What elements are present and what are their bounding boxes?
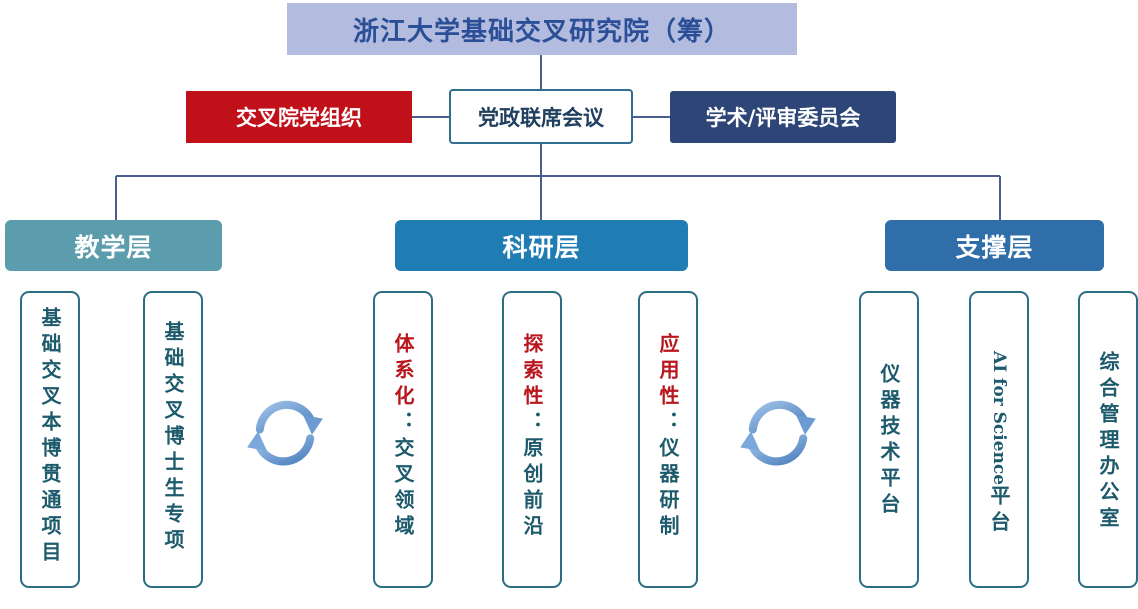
card-colon: ： xyxy=(391,411,415,437)
card-suffix: 原创前沿 xyxy=(520,437,544,541)
card-label: 探索性：原创前沿 xyxy=(520,333,544,541)
card-prefix: 探索性 xyxy=(520,333,544,411)
academic-committee-box: 学术/评审委员会 xyxy=(670,91,896,143)
card-prefix: 应用性 xyxy=(656,333,680,411)
institute-title: 浙江大学基础交叉研究院（筹） xyxy=(287,3,797,55)
card-label: 应用性：仪器研制 xyxy=(656,333,680,541)
support-card-admin-office: 综合管理办公室 xyxy=(1078,291,1138,588)
card-colon: ： xyxy=(520,411,544,437)
card-label: 体系化：交叉领域 xyxy=(391,333,415,541)
research-layer-header: 科研层 xyxy=(395,220,688,271)
research-card-applied: 应用性：仪器研制 xyxy=(638,291,698,588)
research-card-systematic: 体系化：交叉领域 xyxy=(373,291,433,588)
card-label: AI for Science平台 xyxy=(987,351,1011,538)
support-card-instrument-platform: 仪器技术平台 xyxy=(859,291,919,588)
card-label: 基础交叉本博贯通项目 xyxy=(38,307,62,567)
party-organization-box: 交叉院党组织 xyxy=(186,91,412,143)
card-suffix: 仪器研制 xyxy=(656,437,680,541)
support-layer-header: 支撑层 xyxy=(885,220,1104,271)
card-latin: AI for Science xyxy=(989,351,1009,486)
card-label: 基础交叉博士生专项 xyxy=(161,321,185,555)
card-label: 仪器技术平台 xyxy=(877,363,901,519)
teaching-card-phd-special: 基础交叉博士生专项 xyxy=(143,291,203,588)
card-suffix: 交叉领域 xyxy=(391,437,415,541)
card-colon: ： xyxy=(656,411,680,437)
cycle-arrows-icon xyxy=(740,400,816,466)
teaching-layer-header: 教学层 xyxy=(5,220,222,271)
joint-meeting-box: 党政联席会议 xyxy=(449,89,633,144)
card-label: 综合管理办公室 xyxy=(1096,351,1120,533)
support-card-ai-science-platform: AI for Science平台 xyxy=(969,291,1029,588)
card-suffix: 平台 xyxy=(987,485,1011,538)
card-prefix: 体系化 xyxy=(391,333,415,411)
research-card-exploratory: 探索性：原创前沿 xyxy=(502,291,562,588)
teaching-card-undergrad-phd: 基础交叉本博贯通项目 xyxy=(20,291,80,588)
cycle-arrows-icon xyxy=(247,400,323,466)
